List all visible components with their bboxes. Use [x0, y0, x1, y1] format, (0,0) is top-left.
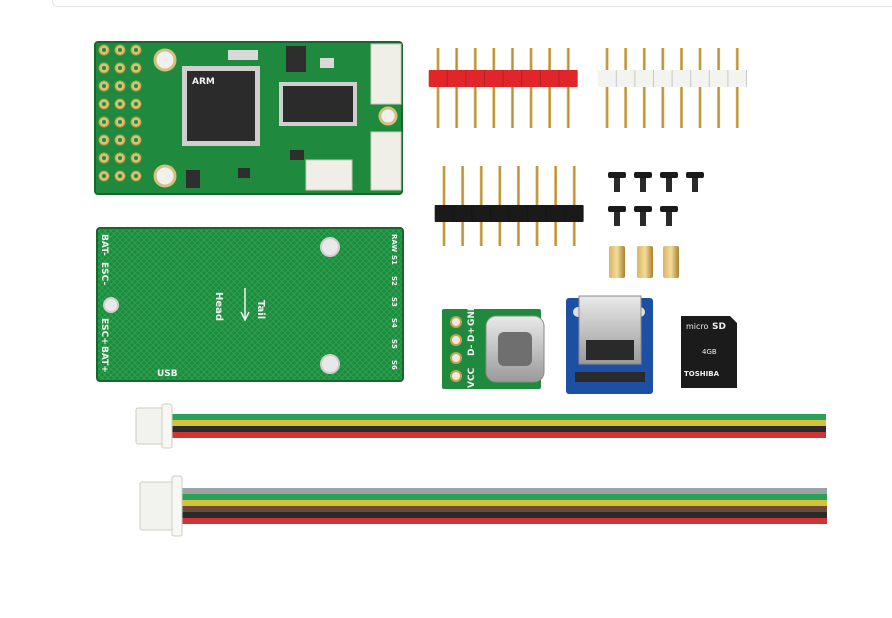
esc-minus-label: ESC- — [99, 262, 109, 285]
screw-set — [608, 172, 704, 226]
top-frame-edge — [52, 0, 892, 7]
carrier-pcb: BAT- ESC- ESC+ BAT+ USB Tail Head RAW S1S… — [96, 227, 404, 382]
chip-brand-label: ARM — [192, 77, 215, 87]
bat-minus-label: BAT- — [99, 234, 109, 256]
sd-micro-label: micro — [686, 322, 709, 331]
bat-plus-label: BAT+ — [99, 346, 109, 373]
gnd-label: GND — [467, 304, 477, 326]
right-pin-label: S6 — [390, 360, 398, 370]
brass-standoffs — [609, 246, 679, 278]
right-pin-label: S5 — [390, 339, 398, 349]
sd-card-module — [566, 295, 653, 394]
micro-sd-card: micro SD 4GB TOSHIBA — [681, 316, 737, 388]
cable-6-wire — [139, 475, 827, 537]
vcc-label: VCC — [467, 367, 477, 388]
mcu-chip — [187, 71, 255, 141]
flight-controller-board: ARM — [94, 41, 403, 195]
sd-logo-label: SD — [712, 322, 726, 332]
head-label: Head — [213, 292, 224, 321]
white-pin-header — [597, 48, 747, 128]
secondary-chip — [283, 86, 353, 122]
esc-plus-label: ESC+ — [99, 318, 109, 345]
sd-brand-label: TOSHIBA — [684, 370, 720, 378]
sd-capacity-label: 4GB — [702, 348, 717, 356]
d-plus-label: D+ — [467, 327, 477, 342]
usb-c-module: VCC D- D+ GND — [442, 304, 545, 389]
usb-label: USB — [157, 369, 178, 379]
right-pin-label: RAW — [390, 234, 398, 252]
black-pin-header — [434, 166, 584, 246]
cable-4-wire — [135, 403, 826, 449]
right-pin-label: S1 — [390, 255, 398, 265]
right-pin-label: S3 — [390, 297, 398, 307]
tail-label: Tail — [255, 300, 266, 319]
d-minus-label: D- — [467, 344, 477, 356]
red-pin-header — [428, 48, 578, 128]
right-pin-label: S4 — [390, 318, 398, 328]
right-pin-label: S2 — [390, 276, 398, 286]
solder-pad-grid — [98, 44, 142, 182]
